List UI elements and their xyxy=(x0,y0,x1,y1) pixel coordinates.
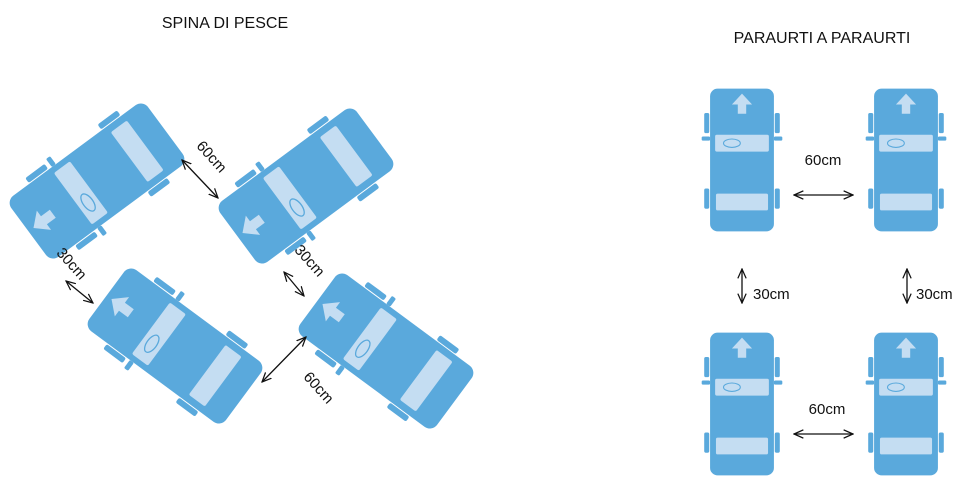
gap-label: 60cm xyxy=(805,152,842,169)
gap-label: 30cm xyxy=(291,242,328,281)
car-icon xyxy=(77,256,273,436)
car-icon xyxy=(865,332,947,476)
gap-label: 60cm xyxy=(809,401,846,418)
double-arrow-icon xyxy=(262,337,306,382)
gap-label: 30cm xyxy=(753,286,790,303)
gap-label: 30cm xyxy=(53,245,90,284)
gap-label: 30cm xyxy=(916,286,953,303)
car-icon xyxy=(288,261,484,441)
car-icon xyxy=(701,332,783,476)
double-arrow-icon xyxy=(182,160,218,198)
bumper-title: PARAURTI A PARAURTI xyxy=(734,30,911,47)
car-icon xyxy=(865,88,947,232)
double-arrow-icon xyxy=(284,272,304,296)
herringbone-section: SPINA DI PESCE 60cm 60cm 30cm 30cm xyxy=(0,15,484,441)
gap-label: 60cm xyxy=(193,138,230,177)
double-arrow-icon xyxy=(66,281,93,303)
bumper-section: PARAURTI A PARAURTI 60cm 60cm 30cm 30cm xyxy=(701,30,953,476)
car-icon xyxy=(701,88,783,232)
car-icon xyxy=(0,91,195,271)
herringbone-title: SPINA DI PESCE xyxy=(162,15,288,32)
gap-label: 60cm xyxy=(300,369,337,408)
